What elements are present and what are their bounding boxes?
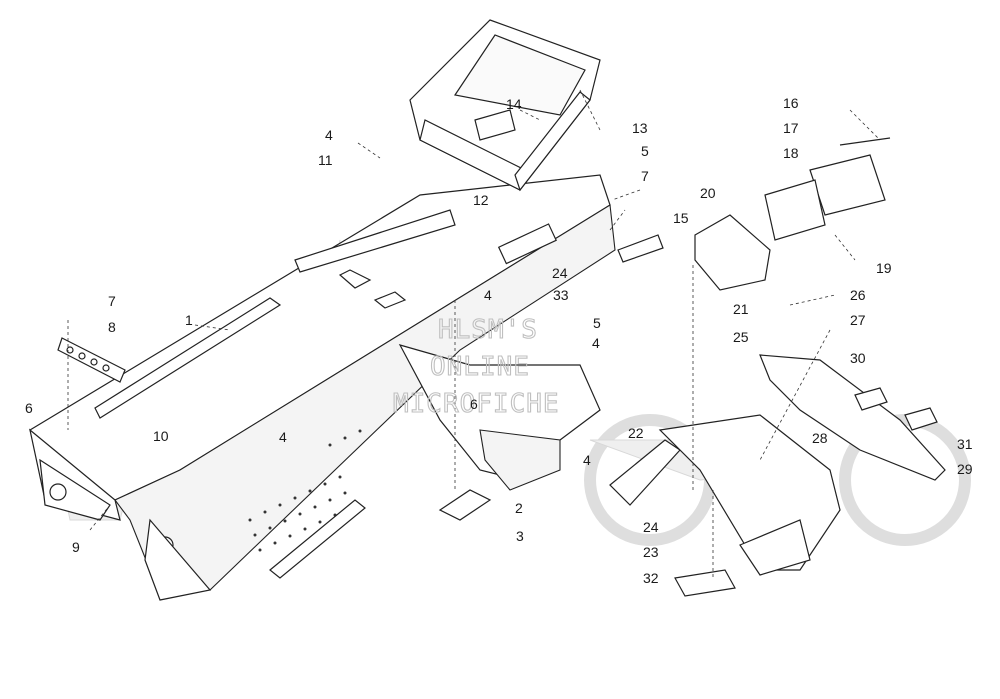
callout-20: 20 [700,185,716,201]
callout-10: 10 [153,428,169,444]
rear-bumper [609,414,841,576]
callout-23: 23 [643,544,659,560]
callout-18: 18 [783,145,799,161]
callout-4c: 4 [592,335,600,351]
label-15 [617,234,664,263]
callout-1: 1 [185,312,193,328]
callout-21: 21 [733,301,749,317]
callout-4e: 4 [279,429,287,445]
callout-7b: 7 [641,168,649,184]
callout-29: 29 [957,461,973,477]
callout-7a: 7 [108,293,116,309]
callout-19: 19 [876,260,892,276]
decal-32 [674,569,736,597]
callout-15: 15 [673,210,689,226]
side-panel [398,344,601,491]
callout-6b: 6 [470,396,478,412]
step-plate-3 [438,489,492,521]
callout-13: 13 [632,120,648,136]
callout-24b: 24 [643,519,659,535]
leader-lines [67,89,881,580]
callout-16: 16 [783,95,799,111]
callout-8: 8 [108,319,116,335]
running-board-strip [269,499,366,579]
callout-27: 27 [850,312,866,328]
callout-14: 14 [506,96,522,112]
callout-4d: 4 [583,452,591,468]
callout-labels: 1 2 3 4 4 4 4 4 5 5 6 6 7 7 8 9 10 11 12… [25,95,973,586]
flap-bracket-8 [57,337,126,383]
callout-3: 3 [516,528,524,544]
watermark-text: HLSM'S ONLINE MICROFICHE [392,314,560,419]
decal-31 [904,407,938,431]
tunnel-assembly [29,174,616,601]
decal-30 [854,387,888,411]
callout-33: 33 [553,287,569,303]
watermark-line-1: HLSM'S [438,315,538,345]
callout-25: 25 [733,329,749,345]
callout-11: 11 [318,152,333,168]
mud-flap [759,354,946,481]
watermark-line-3: MICROFICHE [393,389,560,419]
callout-24a: 24 [552,265,568,281]
callout-22: 22 [628,425,644,441]
callout-26: 26 [850,287,866,303]
taillight-assembly [694,137,891,291]
callout-9: 9 [72,539,80,555]
callout-5a: 5 [641,143,649,159]
callout-5b: 5 [593,315,601,331]
callout-12: 12 [473,192,489,208]
rear-rack [409,19,601,192]
callout-31: 31 [957,436,973,452]
callout-28: 28 [812,430,828,446]
callout-4b: 4 [484,287,492,303]
callout-4a: 4 [325,127,333,143]
watermark-line-2: ONLINE [430,352,530,382]
callout-32: 32 [643,570,659,586]
callout-30: 30 [850,350,866,366]
callout-2: 2 [515,500,523,516]
callout-17: 17 [783,120,799,136]
callout-6a: 6 [25,400,33,416]
